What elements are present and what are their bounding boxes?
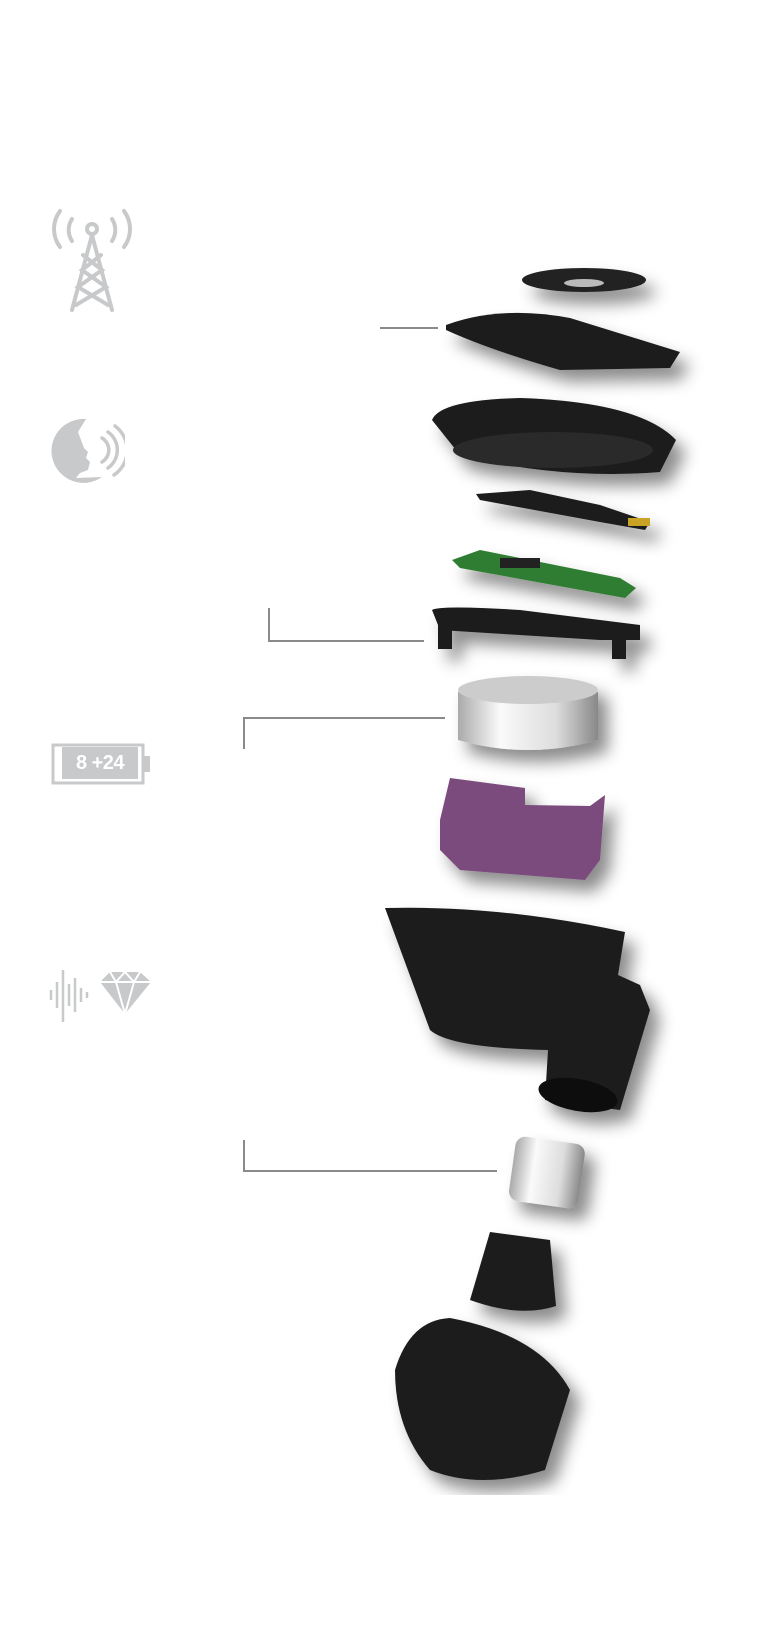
earbud-shell (385, 907, 650, 1110)
purple-bracket (440, 778, 605, 880)
flex-circuit (476, 490, 650, 530)
battery-label: 8 +24 HR (62, 747, 138, 806)
touch-cover (446, 312, 680, 370)
leader-line (243, 1170, 497, 1172)
battery-holder (432, 607, 640, 640)
leader-line (268, 640, 424, 642)
leader-line (243, 1140, 245, 1172)
leader-line (243, 717, 445, 719)
pcb-board (452, 550, 636, 598)
speaker-driver (509, 1136, 585, 1209)
leader-line (268, 608, 270, 642)
earbud-exploded-view (385, 268, 680, 1480)
leader-line (380, 327, 438, 329)
voice-speaking-icon (51, 418, 125, 483)
sound-wave-diamond-icon (49, 970, 151, 1022)
battery-icon (51, 743, 151, 785)
leader-line (243, 717, 245, 749)
antenna-tower-icon (52, 209, 132, 312)
nozzle-mesh-holder (470, 1232, 556, 1311)
ear-tip (395, 1318, 570, 1480)
